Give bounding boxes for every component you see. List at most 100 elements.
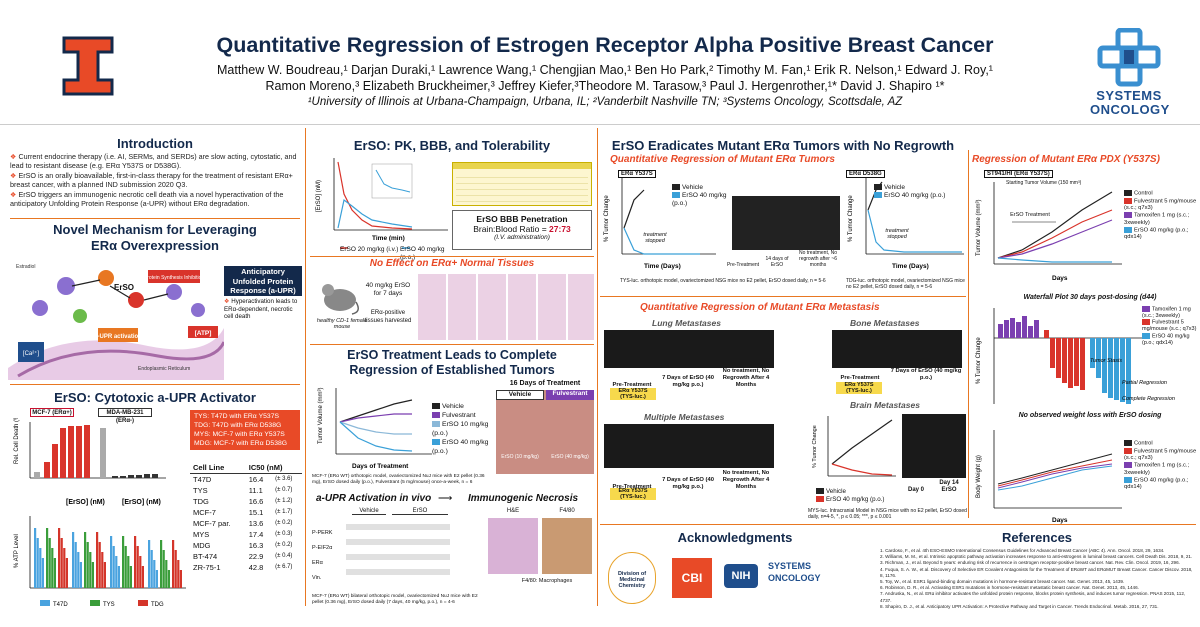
weight-title: No observed weight loss with ErSO dosing (1018, 412, 1162, 419)
pdx-xlabel: Days (1052, 275, 1068, 282)
weight-ylabel: Body Weight (g) (976, 455, 982, 498)
aupr-box-bullet: ❖ Hyperactivation leads to ERα-dependent… (224, 298, 298, 320)
reference-list: 1. Cardoso, F., et al. 4th ESO-ESMO Inte… (880, 548, 1196, 610)
atp-bar (96, 532, 99, 588)
multiple-captions: Pre-Treatment7 Days of ErSO (40 mg/kg p.… (612, 470, 770, 490)
atp-ylabel: % ATP Level (14, 534, 20, 568)
mda-label: MDA-MB-231 (ERα-) (98, 408, 152, 424)
reference-item: 3. Richman, J., et al. Beyond 5 years: e… (880, 560, 1180, 566)
ic50-value: 42.8 (248, 563, 264, 572)
bone-photos (832, 330, 962, 368)
waterfall-bar (1034, 320, 1039, 338)
waterfall-bar (1050, 338, 1055, 368)
tdg-caption: TDG-luc. orthotopic model, ovariectomize… (846, 278, 965, 290)
tys-photos (732, 196, 840, 250)
atp-bar (58, 528, 61, 588)
wf-stasis: Tumor Stasis (1090, 358, 1122, 364)
ack-logo-systems-oncology: SYSTEMS ONCOLOGY (768, 561, 821, 583)
multiple-title: Multiple Metastases (644, 412, 725, 422)
regression-ylabel: Tumor Volume (mm³) (318, 388, 324, 444)
tys-caption: TYS-luc. orthotopic model, ovariectomize… (620, 278, 826, 284)
waterfall-bar (1044, 330, 1049, 338)
atp-bar (165, 560, 168, 588)
atp-bar (72, 532, 75, 588)
waterfall-chart: % Tumor Change Tumor Stasis Partial Regr… (976, 308, 1175, 404)
waterfall-bar (1022, 316, 1027, 338)
atp-bar (36, 538, 39, 588)
atp-bar (174, 550, 177, 588)
pdx-legend-erso: ErSO 40 mg/kg (p.o.; qdx14) (1124, 226, 1189, 241)
atp-bar (129, 566, 132, 588)
tys-chart: % Tumor Change Time (Days) (604, 178, 716, 270)
mcf7-label: MCF-7 (ERα+) (30, 408, 74, 417)
ic50-cell-line: TDG (193, 497, 209, 506)
atp-bar (177, 560, 180, 588)
waterfall-bar (1068, 338, 1073, 388)
pk-legend-b: ErSO 40 mg/kg (p.o.) (400, 246, 445, 261)
intro-bullets: ❖ Current endocrine therapy (i.e. AI, SE… (10, 152, 302, 208)
pk-chart: [ErSO] (nM) Time (min) (316, 158, 448, 249)
atp-legend-tys: TYS (103, 602, 115, 608)
pdx-tag: ST941/HI (ERα Y537S) (984, 170, 1053, 178)
calcium-label: [Ca²⁺] (23, 350, 40, 357)
brain-legend: Vehicle ErSO 40 mg/kg (p.o.) (816, 488, 902, 504)
atp-bar (46, 528, 49, 588)
wf-partial: Partial Regression (1122, 380, 1167, 386)
cell-death-xlabel-1: [ErSO] (nM) (66, 499, 105, 506)
ic50-error: (± 0.4) (275, 553, 293, 559)
atp-bar (91, 562, 94, 588)
atp-bar (172, 540, 175, 588)
brain-title: Brain Metastases (850, 400, 920, 410)
ic50-cell-line: T47D (193, 475, 212, 484)
western-blot: Vehicle ErSO P-PERK P-EIF2α ERα Vin. (312, 508, 452, 594)
bottom-rule (600, 524, 1196, 525)
tdg-ylabel: % Tumor Change (848, 195, 854, 242)
atp-bar (139, 556, 142, 588)
atp-chart: % ATP Level T47D TYS TDG (14, 516, 186, 608)
bbb-title: ErSO BBB Penetration (476, 214, 568, 224)
brain-chart: % Tumor Change (812, 416, 896, 477)
bbb-ratio: 27:73 (549, 224, 571, 234)
atp-bar (41, 558, 44, 588)
pdx-ylabel: Tumor Volume (mm³) (976, 200, 982, 256)
pdx-title: Regression of Mutant ERα PDX (Y537S) (972, 154, 1160, 165)
bone-captions: Pre-Treatment7 Days of ErSO (40 mg/kg p.… (840, 368, 962, 381)
bone-title: Bone Metastases (850, 318, 920, 328)
lung-photos (604, 330, 774, 368)
ic50-error: (± 1.2) (275, 498, 293, 504)
erso-label: ErSO (114, 283, 134, 292)
immunogenic-necrosis-title: Immunogenic Necrosis (468, 493, 579, 504)
systems-oncology-icon (1097, 27, 1161, 87)
column-divider-1 (305, 128, 306, 606)
pk-ylabel: [ErSO] (nM) (316, 180, 322, 212)
regression-chart: Tumor Volume (mm³) Days of Treatment (318, 388, 432, 470)
brain-days: Day 0Day 14 ErSO (907, 480, 959, 493)
waterfall-bar (1028, 326, 1033, 338)
photo-16-days-title: 16 Days of Treatment (509, 380, 581, 387)
regression-photos: Vehicle Fulvestrant ErSO (10 mg/kg) ErSO… (496, 390, 594, 474)
aupr-in-vivo-title: a-UPR Activation in vivo (316, 493, 432, 504)
atp-bar (150, 550, 153, 588)
cell-death-chart: Rel. Cell Death (%) [ErSO] (nM) [ErSO] (… (14, 418, 166, 506)
weight-legend: Control Fulvestrant 5 mg/mouse (s.c.; q7… (1124, 440, 1197, 491)
reference-item: 6. Robinson, D. R., et al. Activating ES… (880, 585, 1139, 591)
atp-label: [ATP] (195, 330, 212, 337)
reference-item: 4. Fuqua, S. A. W., et al. Discovery of … (880, 566, 1193, 578)
atp-legend-swatch-tdg (138, 600, 148, 606)
invivo-caption: MCF-7 (ERα WT) bilateral orthotopic mode… (312, 594, 478, 605)
authors-line-2: Ramon Moreno,³ Elizabeth Bruckheimer,³ J… (265, 79, 945, 93)
pk-legend-a: ErSO 20 mg/kg (i.v.) (340, 246, 399, 253)
pdx-legend: Control Fulvestrant 5 mg/mouse (s.c.; q7… (1124, 190, 1198, 241)
poster-header: Quantitative Regression of Estrogen Rece… (0, 0, 1200, 118)
atp-bar (86, 542, 89, 588)
atp-bar (110, 536, 113, 588)
atp-bar (124, 546, 127, 588)
atp-legend-tdg: TDG (151, 602, 164, 608)
waterfall-bar (1080, 338, 1085, 390)
tys-legend: Vehicle ErSO 40 mg/kg (p.o.) (672, 184, 727, 207)
brain-photos (902, 414, 966, 478)
